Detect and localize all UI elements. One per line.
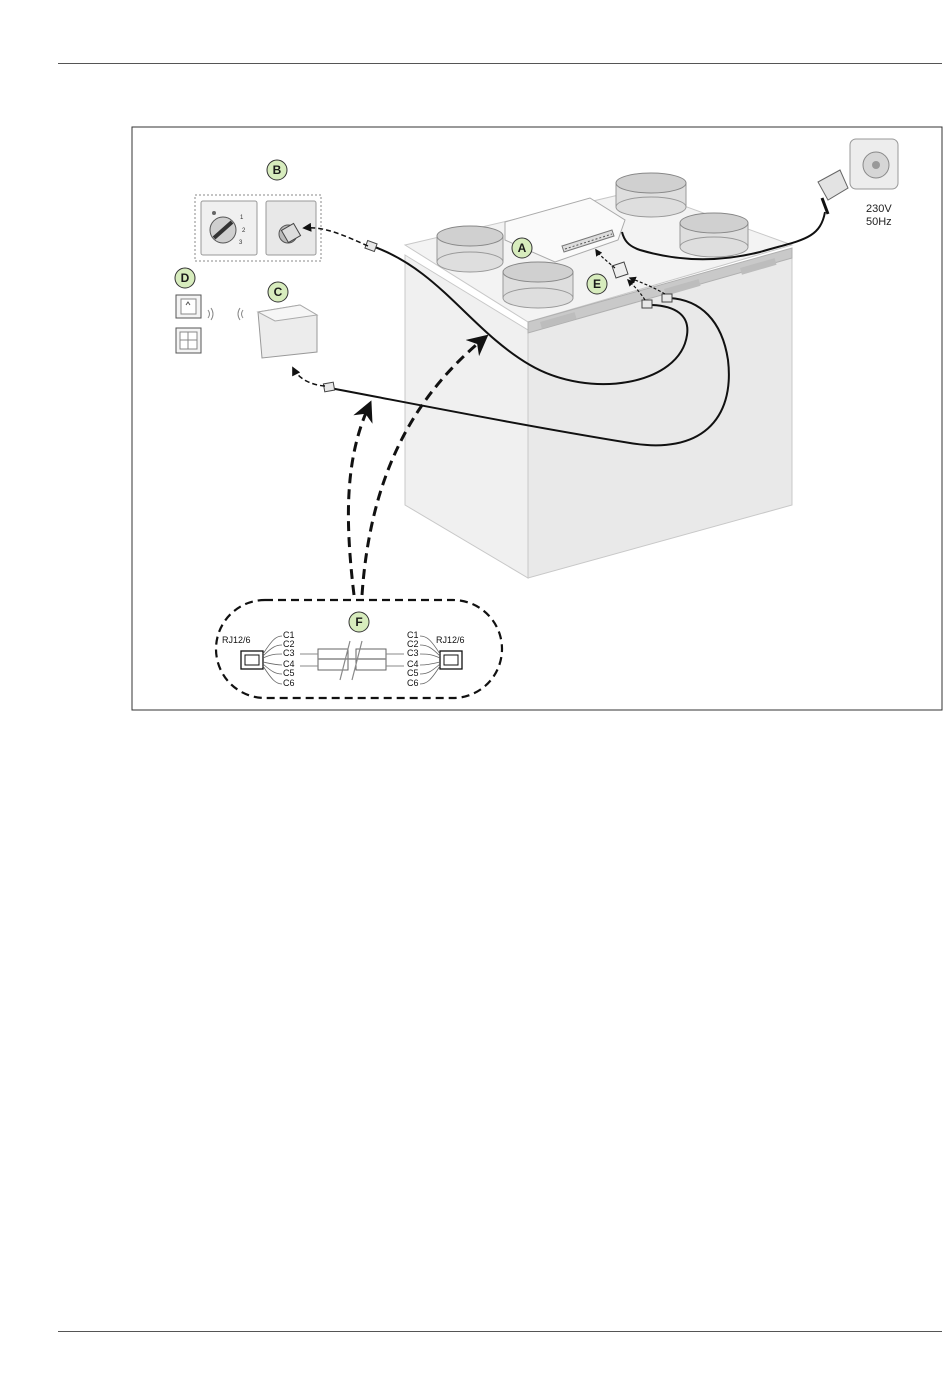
wire-fan-left xyxy=(263,636,282,684)
wireless-signal-icon xyxy=(238,308,243,320)
remote-control xyxy=(176,328,201,353)
power-socket xyxy=(850,139,898,189)
svg-text:E: E xyxy=(593,277,601,291)
receiver-box xyxy=(258,305,317,358)
wireless-signal-icon xyxy=(208,308,213,320)
rj-connector-left xyxy=(241,651,263,669)
svg-text:D: D xyxy=(181,271,190,285)
wire-label: C5 xyxy=(407,668,419,678)
wire-label: C3 xyxy=(283,648,295,658)
callout-d: D xyxy=(175,268,195,288)
rj-connector-right xyxy=(440,651,462,669)
svg-text:A: A xyxy=(518,241,527,255)
cable-arrow xyxy=(348,408,368,595)
callout-a: A xyxy=(512,238,532,258)
svg-text:F: F xyxy=(355,615,362,629)
duct-spigot xyxy=(503,262,573,308)
callout-b: B xyxy=(267,160,287,180)
rj-plug xyxy=(662,294,672,302)
remote-control xyxy=(176,295,201,318)
svg-text:B: B xyxy=(273,163,282,177)
duct-spigot xyxy=(616,173,686,217)
wire-label: C5 xyxy=(283,668,295,678)
callout-f: F xyxy=(349,612,369,632)
rj-plug xyxy=(323,382,334,392)
switch-rear xyxy=(266,201,316,255)
connector-label-left: RJ12/6 xyxy=(222,635,251,645)
duct-spigot xyxy=(437,226,503,272)
ventilation-unit xyxy=(405,173,792,578)
connector-label-right: RJ12/6 xyxy=(436,635,465,645)
rj-plug xyxy=(642,300,652,308)
power-plug xyxy=(818,170,848,214)
rotary-switch: 1 2 3 xyxy=(201,201,257,255)
wire-label: C3 xyxy=(407,648,419,658)
wire-label: C6 xyxy=(407,678,419,688)
cable-body xyxy=(300,641,404,680)
frequency-label: 50Hz xyxy=(866,216,892,228)
voltage-label: 230V xyxy=(866,203,892,215)
callout-e: E xyxy=(587,274,607,294)
svg-text:C: C xyxy=(274,285,283,299)
wire-label: C6 xyxy=(283,678,295,688)
receiver-arrow xyxy=(293,368,325,386)
callout-c: C xyxy=(268,282,288,302)
duct-spigot xyxy=(680,213,748,257)
